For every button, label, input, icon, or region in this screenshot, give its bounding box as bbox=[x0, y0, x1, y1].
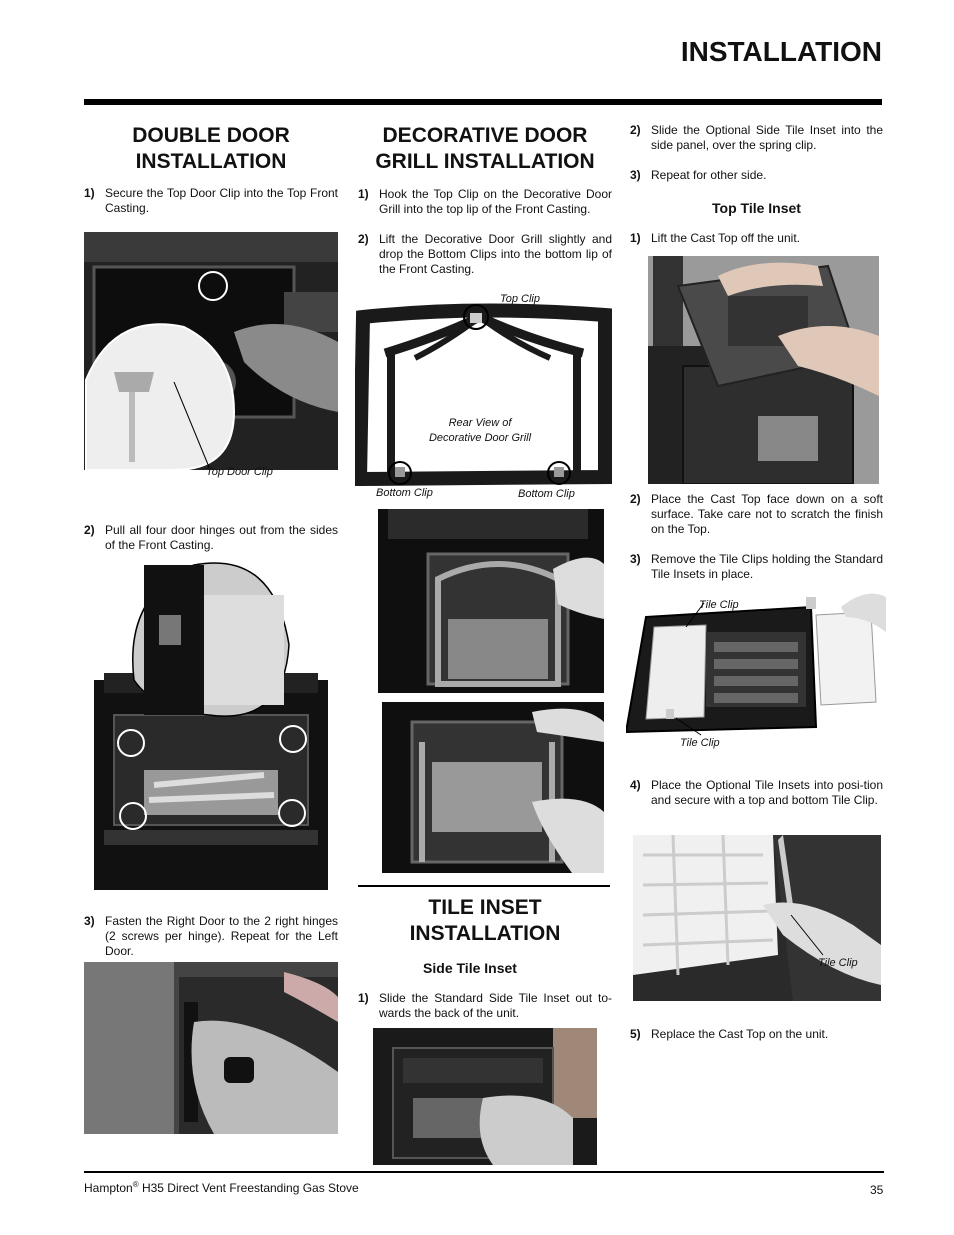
step-number: 3) bbox=[84, 914, 95, 928]
top-door-clip-caption: Top Door Clip bbox=[206, 466, 273, 478]
top-tile-step-1: 1) Lift the Cast Top off the unit. bbox=[630, 231, 883, 246]
grill-hook-photo bbox=[378, 509, 604, 693]
step-text: Slide the Optional Side Tile Inset into … bbox=[651, 123, 883, 152]
top-door-clip-photo bbox=[84, 232, 338, 470]
side-tile-step-2: 2) Slide the Optional Side Tile Inset in… bbox=[630, 123, 883, 153]
top-tile-inset-heading: Top Tile Inset bbox=[712, 200, 801, 216]
step-number: 4) bbox=[630, 778, 641, 792]
side-tile-step-3: 3) Repeat for other side. bbox=[630, 168, 883, 183]
grill-rear-view-diagram bbox=[352, 303, 613, 487]
grill-drop-photo bbox=[382, 702, 604, 873]
step-number: 2) bbox=[630, 123, 641, 137]
tile-clip-closeup-caption: Tile Clip bbox=[818, 957, 858, 969]
registered-mark: ® bbox=[132, 1180, 139, 1189]
top-tile-step-3: 3) Remove the Tile Clips holding the Sta… bbox=[630, 552, 883, 582]
step-text: Secure the Top Door Clip into the Top Fr… bbox=[105, 186, 338, 215]
step-number: 5) bbox=[630, 1027, 641, 1041]
heading-line: GRILL INSTALLATION bbox=[375, 150, 595, 173]
grill-frame-illustration bbox=[352, 303, 612, 487]
step-number: 1) bbox=[84, 186, 95, 200]
fasten-door-illustration bbox=[84, 962, 338, 1134]
lift-cast-top-photo bbox=[648, 256, 879, 484]
step-text: Place the Optional Tile Insets into posi… bbox=[651, 778, 883, 807]
tile-clip-bottom-caption: Tile Clip bbox=[680, 737, 720, 749]
side-tile-photo bbox=[373, 1028, 597, 1165]
top-tile-step-4: 4) Place the Optional Tile Insets into p… bbox=[630, 778, 883, 808]
step-number: 1) bbox=[630, 231, 641, 245]
tile-clip-closeup-illustration bbox=[633, 834, 881, 1001]
tile-clips-illustration bbox=[624, 593, 886, 736]
double-door-step-1: 1) Secure the Top Door Clip into the Top… bbox=[84, 186, 338, 216]
step-number: 3) bbox=[630, 168, 641, 182]
step-text: Repeat for other side. bbox=[651, 168, 767, 182]
step-number: 1) bbox=[358, 991, 369, 1005]
door-grill-heading: DECORATIVE DOOR GRILL INSTALLATION bbox=[358, 123, 612, 175]
door-grill-step-2: 2) Lift the Decorative Door Grill slight… bbox=[358, 232, 612, 277]
step-number: 3) bbox=[630, 552, 641, 566]
footer-brand: Hampton bbox=[84, 1181, 133, 1195]
step-text: Replace the Cast Top on the unit. bbox=[651, 1027, 829, 1041]
step-text: Slide the Standard Side Tile Inset out t… bbox=[379, 991, 612, 1020]
step-number: 2) bbox=[358, 232, 369, 246]
grill-hook-illustration bbox=[378, 509, 604, 693]
step-number: 1) bbox=[358, 187, 369, 201]
step-text: Hook the Top Clip on the Decorative Door… bbox=[379, 187, 612, 216]
section-divider bbox=[358, 885, 610, 887]
heading-line: INSTALLATION bbox=[409, 922, 561, 945]
double-door-heading: DOUBLE DOOR INSTALLATION bbox=[84, 123, 338, 175]
side-tile-illustration bbox=[373, 1028, 597, 1165]
tile-clip-top-caption: Tile Clip bbox=[699, 599, 739, 611]
top-tile-step-2: 2) Place the Cast Top face down on a sof… bbox=[630, 492, 883, 537]
side-tile-inset-heading: Side Tile Inset bbox=[423, 960, 517, 976]
top-door-clip-illustration bbox=[84, 232, 338, 470]
tile-clip-closeup-photo bbox=[633, 834, 881, 1001]
top-tile-step-5: 5) Replace the Cast Top on the unit. bbox=[630, 1027, 883, 1042]
footer-rule bbox=[84, 1171, 884, 1173]
fasten-door-photo bbox=[84, 962, 338, 1134]
grill-drop-illustration bbox=[382, 702, 604, 873]
heading-line: TILE INSET bbox=[428, 896, 542, 919]
step-text: Fasten the Right Door to the 2 right hin… bbox=[105, 914, 338, 958]
double-door-step-2: 2) Pull all four door hinges out from th… bbox=[84, 523, 338, 553]
step-text: Remove the Tile Clips holding the Standa… bbox=[651, 552, 883, 581]
door-hinges-photo bbox=[84, 555, 338, 890]
step-number: 2) bbox=[84, 523, 95, 537]
footer-product: Hampton® H35 Direct Vent Freestanding Ga… bbox=[84, 1180, 359, 1195]
tile-inset-heading: TILE INSET INSTALLATION bbox=[358, 895, 612, 947]
heading-line: DECORATIVE DOOR bbox=[382, 124, 588, 147]
heading-line: INSTALLATION bbox=[135, 150, 287, 173]
heading-line: DOUBLE DOOR bbox=[132, 124, 290, 147]
tile-clips-photo bbox=[624, 587, 886, 737]
rear-view-caption: Rear View of Decorative Door Grill bbox=[420, 416, 540, 446]
step-text: Place the Cast Top face down on a soft s… bbox=[651, 492, 883, 536]
bottom-clip-left-caption: Bottom Clip bbox=[376, 487, 433, 499]
caption-line: Decorative Door Grill bbox=[428, 432, 532, 444]
step-text: Lift the Decorative Door Grill slightly … bbox=[379, 232, 612, 276]
door-hinges-illustration bbox=[94, 562, 328, 890]
door-grill-step-1: 1) Hook the Top Clip on the Decorative D… bbox=[358, 187, 612, 217]
step-number: 2) bbox=[630, 492, 641, 506]
page-number: 35 bbox=[870, 1183, 884, 1197]
step-text: Pull all four door hinges out from the s… bbox=[105, 523, 338, 552]
lift-cast-top-illustration bbox=[648, 256, 879, 484]
top-clip-caption: Top Clip bbox=[500, 293, 540, 305]
footer-product-name: H35 Direct Vent Freestanding Gas Stove bbox=[138, 1181, 359, 1195]
header-rule bbox=[84, 99, 882, 105]
step-text: Lift the Cast Top off the unit. bbox=[651, 231, 800, 245]
page-title: INSTALLATION bbox=[680, 36, 882, 67]
side-tile-step-1: 1) Slide the Standard Side Tile Inset ou… bbox=[358, 991, 612, 1021]
double-door-step-3: 3) Fasten the Right Door to the 2 right … bbox=[84, 914, 338, 959]
caption-line: Rear View of bbox=[448, 417, 512, 429]
bottom-clip-right-caption: Bottom Clip bbox=[518, 488, 575, 500]
